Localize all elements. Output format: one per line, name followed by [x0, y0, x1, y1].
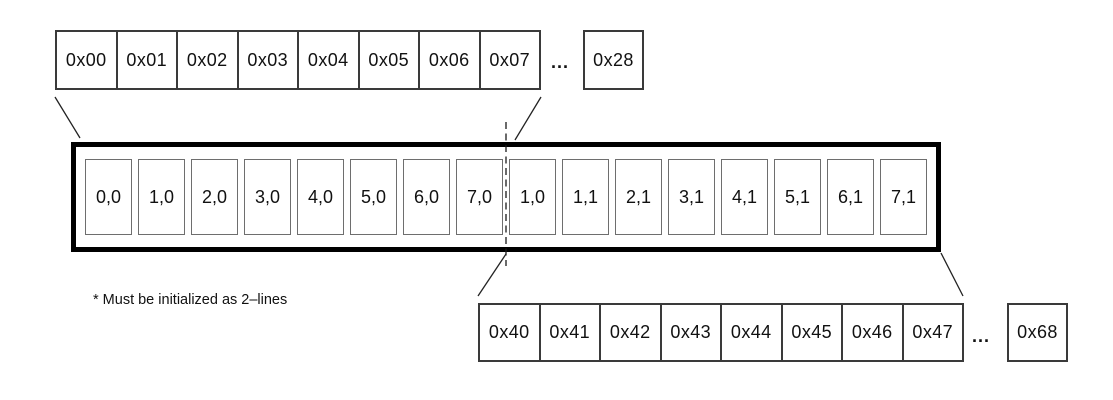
top-row-cell: 0x03	[236, 30, 299, 90]
bottom-row-last-cell: 0x68	[1007, 303, 1068, 362]
bottom-row-cell: 0x44	[720, 303, 783, 362]
connector-top-left-line	[54, 96, 81, 139]
bottom-row-cell: 0x45	[780, 303, 843, 362]
ddram-cell: 2,1	[615, 159, 662, 235]
bottom-row-cell: 0x46	[841, 303, 904, 362]
top-row-cell: 0x01	[115, 30, 178, 90]
ddram-cell: 5,1	[774, 159, 821, 235]
bottom-row-ellipsis: ...	[972, 326, 991, 346]
ddram-cell: 4,1	[721, 159, 768, 235]
bottom-row-cell: 0x40	[478, 303, 541, 362]
ddram-cell: 2,0	[191, 159, 238, 235]
display-ram-box: 0,0 1,0 2,0 3,0 4,0 5,0 6,0 7,0 1,0 1,1 …	[71, 142, 941, 252]
bottom-row-cell: 0x42	[599, 303, 662, 362]
top-row-cell: 0x07	[478, 30, 541, 90]
bottom-row-cell: 0x41	[538, 303, 601, 362]
connector-bottom-right-line	[940, 252, 964, 297]
top-row-cell: 0x00	[55, 30, 118, 90]
ddram-cell: 6,1	[827, 159, 874, 235]
top-row-cell: 0x02	[176, 30, 239, 90]
top-row-cell: 0x06	[418, 30, 481, 90]
top-row-cell: 0x04	[297, 30, 360, 90]
ddram-cell: 6,0	[403, 159, 450, 235]
top-address-row: 0x00 0x01 0x02 0x03 0x04 0x05 0x06 0x07	[55, 30, 541, 90]
top-row-cell: 0x05	[357, 30, 420, 90]
ddram-cell: 7,1	[880, 159, 927, 235]
bottom-row-cell: 0x43	[659, 303, 722, 362]
ddram-cell: 4,0	[297, 159, 344, 235]
ddram-cell: 1,0	[138, 159, 185, 235]
top-row-ellipsis: ...	[551, 52, 570, 72]
connector-top-right-line	[514, 96, 542, 141]
footnote: * Must be initialized as 2–lines	[93, 292, 288, 308]
bottom-row-cell: 0x47	[901, 303, 964, 362]
ddram-cell: 1,1	[562, 159, 609, 235]
ddram-cell: 3,1	[668, 159, 715, 235]
ddram-cell: 7,0	[456, 159, 503, 235]
ddram-cell: 5,0	[350, 159, 397, 235]
bottom-address-row: 0x40 0x41 0x42 0x43 0x44 0x45 0x46 0x47	[478, 303, 964, 362]
connector-bottom-left-line	[477, 253, 507, 297]
ddram-cell: 0,0	[85, 159, 132, 235]
top-row-last-cell: 0x28	[583, 30, 644, 90]
ddram-cell: 3,0	[244, 159, 291, 235]
ddram-cell: 1,0	[509, 159, 556, 235]
